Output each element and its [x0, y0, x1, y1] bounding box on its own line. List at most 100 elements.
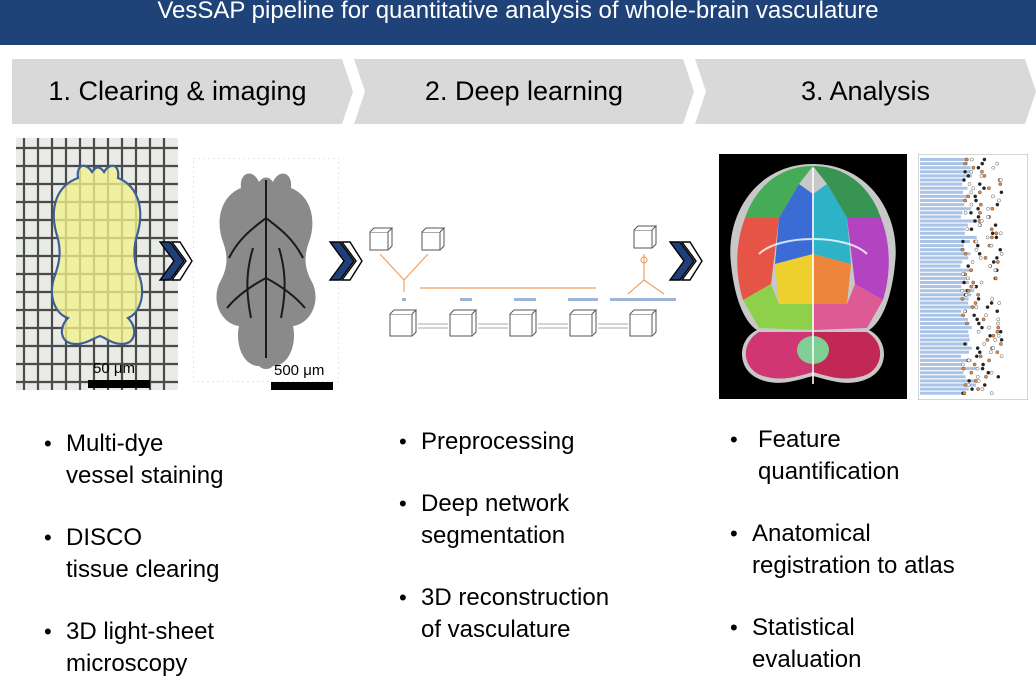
dot-plot-point [988, 333, 992, 338]
dot-plot-point [962, 280, 966, 285]
dot-plot-row-bar [920, 346, 972, 350]
dot-plot-point [976, 329, 981, 334]
dot-plot-point [963, 342, 967, 346]
dot-plot-row-bar [920, 276, 970, 280]
dot-plot-point [999, 342, 1003, 346]
dot-plot-row-bar [920, 178, 964, 182]
dot-plot-point [985, 305, 990, 309]
dot-plot-point [966, 358, 971, 363]
dot-plot-point [989, 350, 993, 354]
dot-plot-point [990, 231, 995, 236]
dot-plot-point [976, 374, 980, 379]
dot-plot-row-bar [920, 367, 978, 371]
bullet-item: • DISCO tissue clearing [44, 524, 220, 583]
dot-plot-point [995, 202, 1000, 207]
dot-plot-point [967, 182, 972, 186]
dot-plot-point [966, 383, 971, 387]
dot-plot-row-bar [920, 235, 977, 239]
dot-plot-point [975, 346, 980, 350]
dot-plot-point [970, 260, 975, 264]
dot-plot-row-bar [920, 272, 964, 276]
dot-plot-point [960, 288, 964, 293]
dot-plot-row-bar [920, 371, 964, 375]
dot-plot-point [979, 280, 984, 285]
dot-plot-point [969, 169, 974, 174]
dot-plot-point [989, 227, 994, 231]
dot-plot-point [994, 231, 999, 236]
dot-plot-point [974, 198, 978, 203]
dot-plot-point [986, 370, 991, 375]
cleared-brain-outline [50, 164, 144, 346]
bullet-item: • Multi-dye vessel staining [44, 430, 224, 489]
dot-plot-point [994, 235, 999, 240]
dot-plot-point [982, 186, 986, 191]
dot-plot-row-bar [920, 203, 965, 207]
bullet-item: • 3D reconstruction of vasculature [399, 584, 610, 643]
dot-plot-row-bar [920, 289, 975, 293]
dot-plot-point [990, 206, 995, 211]
dot-plot-point [978, 211, 982, 215]
dot-plot-point [984, 313, 988, 318]
dot-plot-row-bar [920, 207, 971, 211]
bullets-clearing-imaging: • Multi-dye vessel staining • DISCO tiss… [44, 428, 324, 680]
bullet-item: • 3D light-sheet microscopy [44, 618, 215, 677]
dot-plot-point [982, 174, 987, 178]
dot-plot-point [961, 272, 965, 277]
dot-plot-point [976, 297, 981, 301]
dot-plot-point [963, 252, 968, 256]
dot-plot-row-bar [920, 334, 969, 338]
dot-plot-point [997, 301, 1002, 305]
statistical-dot-plot [918, 154, 1028, 400]
dot-plot-point [963, 383, 968, 387]
dot-plot-point [989, 391, 994, 395]
dot-plot-point [974, 305, 979, 309]
dot-plot-row-bar [920, 215, 961, 219]
dot-plot-point [974, 239, 979, 244]
dot-plot-point [996, 317, 1001, 322]
dot-plot-row-bar [920, 244, 964, 248]
dot-plot-row-bar [920, 375, 966, 379]
dot-plot-point [982, 342, 986, 346]
dot-plot-point [980, 169, 984, 174]
dot-plot-row-bar [920, 166, 971, 170]
dot-plot-point [982, 383, 987, 387]
dot-plot-point [963, 198, 967, 203]
dot-plot-point [960, 297, 965, 301]
header-banner: VesSAP pipeline for quantitative analysi… [0, 0, 1036, 45]
chevron-icon-3 [668, 241, 703, 281]
page-title: VesSAP pipeline for quantitative analysi… [157, 0, 879, 24]
dot-plot-point [980, 161, 985, 166]
stage-2-label: 2. Deep learning [424, 76, 624, 106]
dot-plot-point [972, 362, 977, 367]
dot-plot-point [969, 211, 973, 215]
stage-1-label: 1. Clearing & imaging [48, 76, 307, 106]
dot-plot-row-bar [920, 194, 970, 198]
dot-plot-row-bar [920, 309, 962, 313]
bullet-item: • Feature quantification [730, 426, 900, 485]
dot-plot-row-bar [920, 219, 978, 223]
bullets-deep-learning: • Preprocessing • Deep network segmentat… [399, 426, 689, 646]
dot-plot-point [993, 268, 998, 272]
dot-plot-point [998, 182, 1003, 186]
dot-plot-point [999, 354, 1004, 359]
dot-plot-row-bar [920, 354, 961, 358]
dot-plot-point [995, 309, 1000, 313]
dot-plot-point [999, 190, 1004, 195]
stage-2-deep-learning: 2. Deep learning [354, 59, 694, 124]
dot-plot-point [997, 198, 1001, 203]
dot-plot-point [966, 264, 970, 268]
dot-plot-point [972, 284, 976, 289]
dot-plot-row-bar [920, 350, 970, 354]
dot-plot-point [973, 194, 978, 199]
dot-plot-point [976, 206, 980, 211]
dot-plot-point [990, 235, 994, 240]
dot-plot-point [979, 202, 983, 207]
dot-plot-row-bar [920, 342, 968, 346]
dot-plot-point [998, 178, 1003, 182]
dot-plot-row-bar [920, 281, 969, 284]
dot-plot-point [976, 379, 981, 383]
dot-plot-point [993, 338, 997, 342]
dot-plot-row-bar [920, 190, 964, 194]
dot-plot-point [961, 313, 965, 318]
dot-plot-point [963, 211, 968, 215]
